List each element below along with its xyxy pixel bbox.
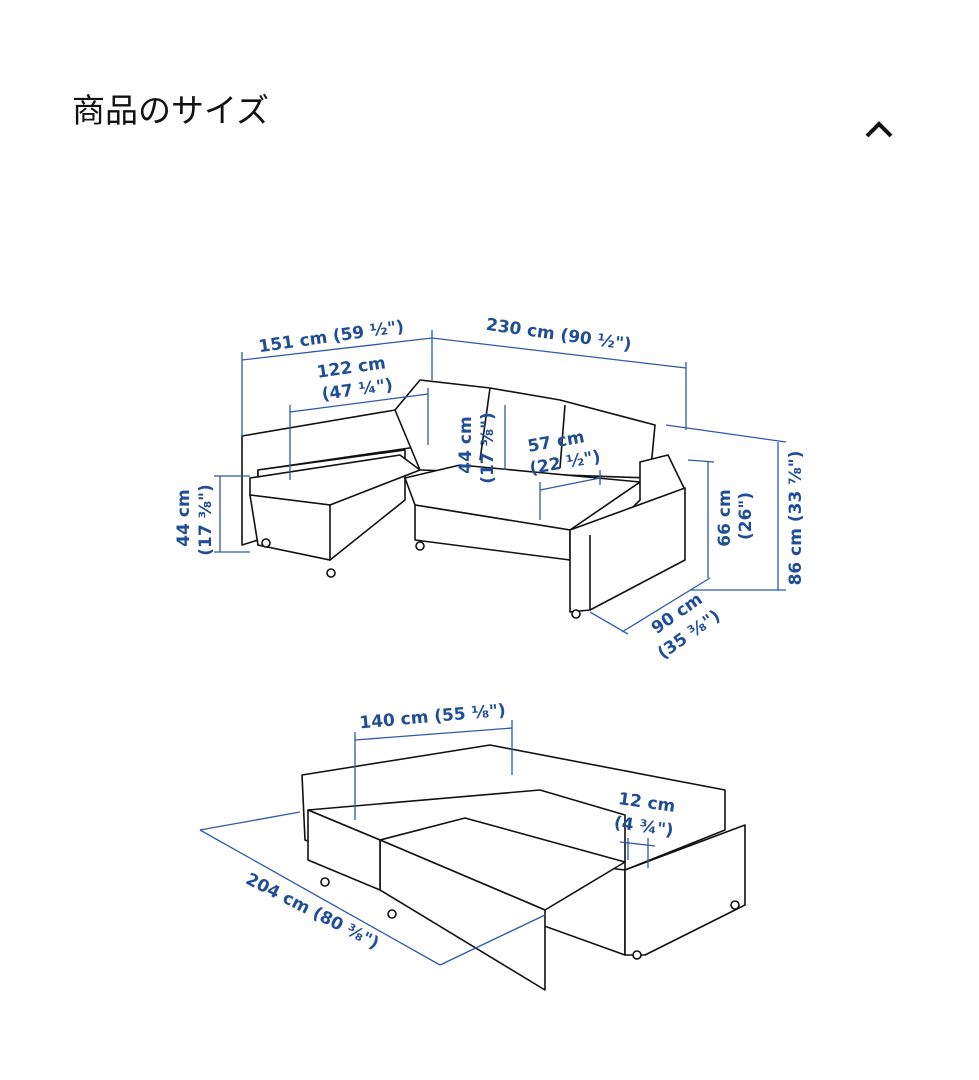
label-back-height-in: (17 ⅜") bbox=[478, 412, 498, 484]
bed-dimension-lines bbox=[199, 720, 656, 966]
chevron-up-icon bbox=[865, 121, 893, 138]
section-title: 商品のサイズ bbox=[72, 91, 270, 130]
label-arm-height-in: (26") bbox=[736, 492, 756, 540]
sofa-bed-drawing bbox=[301, 744, 746, 991]
label-bed-width: 140 cm (55 ⅛") bbox=[359, 701, 507, 734]
collapse-button[interactable] bbox=[860, 112, 900, 146]
label-total-height: 86 cm (33 ⅞") bbox=[786, 451, 806, 586]
label-seat-height-in: (17 ⅜") bbox=[196, 484, 216, 556]
label-chaise-width: 151 cm (59 ½") bbox=[257, 317, 405, 357]
label-sofa-width: 230 cm (90 ½") bbox=[485, 315, 633, 355]
sofa-dimension-lines bbox=[214, 330, 787, 635]
label-arm-height-cm: 66 cm bbox=[715, 489, 735, 546]
label-seat-height-cm: 44 cm bbox=[174, 489, 194, 546]
sofa-drawing bbox=[241, 379, 686, 619]
label-back-height-cm: 44 cm bbox=[456, 416, 476, 473]
